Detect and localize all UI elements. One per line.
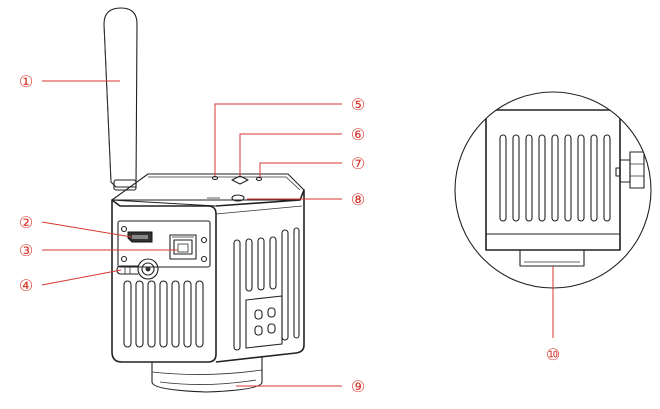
- detail-view: [454, 91, 652, 289]
- zoom-lens: [519, 249, 585, 267]
- callout-2: ②: [19, 213, 33, 232]
- zoom-vents: [499, 134, 611, 222]
- callout-7: ⑦: [351, 154, 365, 173]
- power-connector: [116, 258, 159, 280]
- leader-7: [259, 162, 342, 177]
- top-led-left: [211, 175, 219, 181]
- top-led-right: [255, 176, 263, 182]
- side-plate: [245, 295, 283, 349]
- callout-6: ⑥: [351, 125, 365, 144]
- lens-mount: [151, 356, 263, 393]
- callout-4: ④: [19, 276, 33, 295]
- leader-lines: [41, 80, 554, 387]
- interface-panel: [117, 220, 211, 268]
- leader-5: [214, 103, 342, 176]
- leader-4: [41, 269, 122, 286]
- front-vents: [123, 280, 204, 348]
- antenna: [103, 7, 138, 191]
- top-hole: [231, 194, 245, 202]
- side-vents: [233, 227, 300, 351]
- callout-5: ⑤: [351, 95, 365, 114]
- ethernet-port: [169, 234, 197, 260]
- callout-8: ⑧: [351, 190, 365, 209]
- zoom-side-connector: [615, 151, 645, 189]
- hdmi-port: [127, 231, 153, 243]
- callout-10: ⑩: [546, 345, 560, 364]
- callout-labels: ① ② ③ ④ ⑤ ⑥ ⑦ ⑧ ⑨ ⑩: [19, 72, 560, 396]
- leader-6: [239, 133, 342, 176]
- callout-1: ①: [19, 72, 33, 91]
- camera-body: [103, 7, 305, 393]
- leader-2: [41, 221, 133, 238]
- top-button: [231, 175, 249, 185]
- callout-3: ③: [19, 241, 33, 260]
- callout-9: ⑨: [351, 377, 365, 396]
